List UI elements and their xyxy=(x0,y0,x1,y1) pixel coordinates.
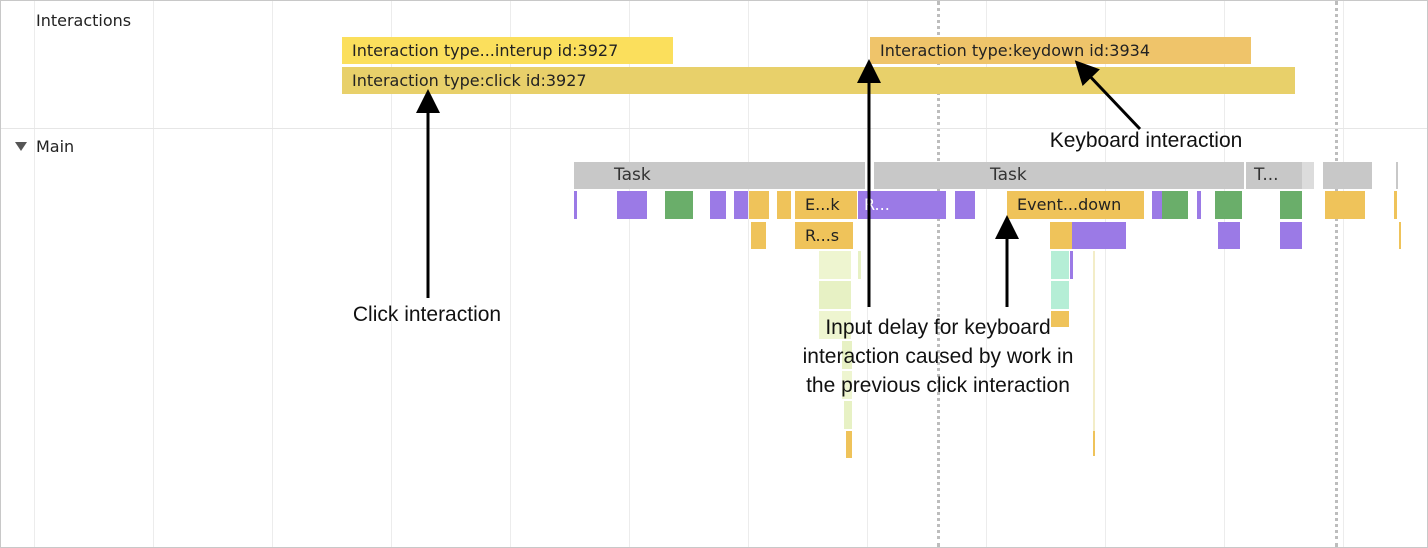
input-delay-annotation: Input delay for keyboard interaction cau… xyxy=(758,313,1118,400)
function-call-block[interactable] xyxy=(819,281,851,309)
rendering-block[interactable] xyxy=(1152,191,1162,219)
grid-line xyxy=(391,1,392,547)
rendering-block[interactable] xyxy=(1197,191,1201,219)
rendering-block[interactable] xyxy=(1218,222,1240,249)
function-call-block[interactable] xyxy=(1093,251,1095,456)
function-call-block[interactable] xyxy=(819,311,851,339)
main-track-header[interactable]: Main xyxy=(15,137,74,156)
grid-line xyxy=(1224,1,1225,547)
rendering-block[interactable] xyxy=(617,191,647,219)
task-bar[interactable]: Task xyxy=(874,162,1244,189)
rendering-block[interactable] xyxy=(918,191,946,219)
function-call-block[interactable] xyxy=(858,251,861,279)
task-bar[interactable]: T... xyxy=(1246,162,1302,189)
click-interaction-annotation: Click interaction xyxy=(352,303,502,326)
grid-line xyxy=(986,1,987,547)
keyboard-arrow xyxy=(1074,60,1142,131)
scripting-block[interactable] xyxy=(1394,191,1397,219)
event-keydown-block[interactable]: Event...down xyxy=(1007,191,1144,219)
scripting-block[interactable] xyxy=(1093,431,1095,456)
main-track-label: Main xyxy=(36,137,75,156)
grid-line xyxy=(748,1,749,547)
rendering-block[interactable] xyxy=(710,191,726,219)
input-delay-line: the previous click interaction xyxy=(806,374,1070,397)
expand-triangle-icon[interactable] xyxy=(15,142,27,151)
rendering-block[interactable] xyxy=(574,191,577,219)
scripting-block[interactable] xyxy=(777,191,791,219)
task-bar[interactable] xyxy=(1302,162,1314,189)
track-separator xyxy=(1,128,1427,129)
recalc-style-block[interactable]: R...s xyxy=(795,222,853,249)
time-marker-dashed xyxy=(937,1,940,547)
grid-line xyxy=(153,1,154,547)
task-bar[interactable] xyxy=(1369,162,1372,189)
scripting-block[interactable] xyxy=(749,191,769,219)
rendering-block[interactable] xyxy=(1070,251,1073,279)
time-marker-dashed xyxy=(1335,1,1338,547)
interaction-keydown-bar[interactable]: Interaction type:keydown id:3934 xyxy=(870,37,1251,64)
scripting-block[interactable] xyxy=(1325,191,1365,219)
painting-block[interactable] xyxy=(1162,191,1188,219)
painting-block[interactable] xyxy=(1215,191,1242,219)
input-delay-line: interaction caused by work in xyxy=(802,345,1074,368)
keyboard-interaction-annotation: Keyboard interaction xyxy=(1049,129,1243,152)
function-call-block[interactable] xyxy=(819,251,851,279)
interaction-pointerup-bar[interactable]: Interaction type...interup id:3927 xyxy=(342,37,673,64)
function-call-block[interactable] xyxy=(844,401,852,429)
grid-line xyxy=(272,1,273,547)
scripting-block[interactable] xyxy=(1399,222,1401,249)
painting-block[interactable] xyxy=(665,191,693,219)
painting-block[interactable] xyxy=(1280,191,1302,219)
scripting-block[interactable] xyxy=(846,431,852,458)
scripting-block[interactable] xyxy=(1050,222,1072,249)
task-bar[interactable] xyxy=(1396,162,1398,189)
interaction-click-bar[interactable]: Interaction type:click id:3927 xyxy=(342,67,1295,94)
function-call-block[interactable] xyxy=(842,371,852,399)
grid-line xyxy=(510,1,511,547)
rendering-block[interactable] xyxy=(1072,222,1126,249)
input-delay-line: Input delay for keyboard xyxy=(825,316,1051,339)
grid-line xyxy=(1105,1,1106,547)
gc-block[interactable] xyxy=(1051,281,1069,309)
rendering-block[interactable] xyxy=(1280,222,1302,249)
scripting-block[interactable] xyxy=(1051,311,1069,327)
grid-line xyxy=(34,1,35,547)
event-click-block[interactable]: E...k xyxy=(795,191,857,219)
grid-line xyxy=(629,1,630,547)
task-bar[interactable]: Task xyxy=(574,162,865,189)
function-call-block[interactable] xyxy=(842,341,852,369)
rendering-block[interactable] xyxy=(955,191,975,219)
gc-block[interactable] xyxy=(1051,251,1069,279)
scripting-block[interactable] xyxy=(751,222,766,249)
interactions-track-label[interactable]: Interactions xyxy=(36,11,132,30)
rendering-block[interactable] xyxy=(734,191,748,219)
grid-line xyxy=(1343,1,1344,547)
task-bar[interactable] xyxy=(1323,162,1369,189)
